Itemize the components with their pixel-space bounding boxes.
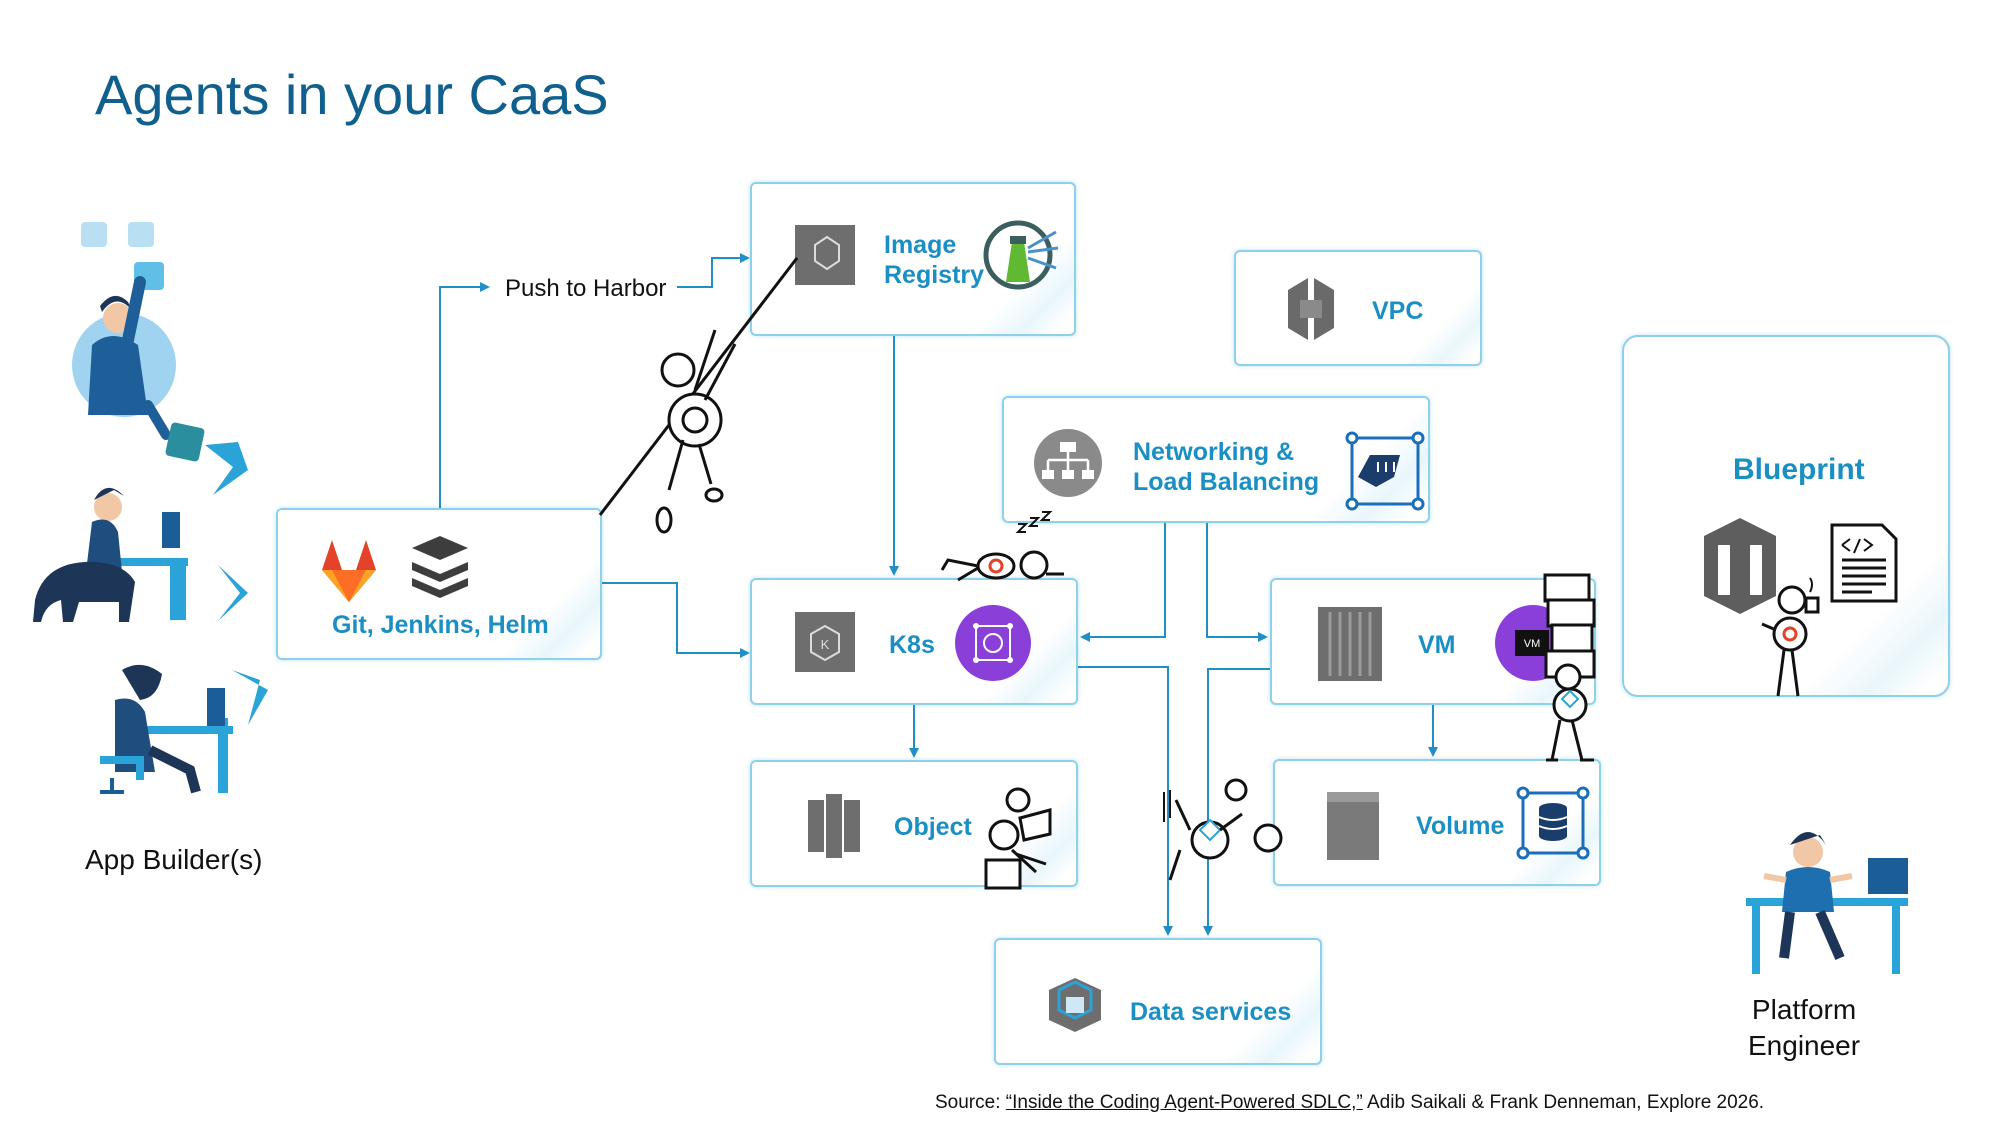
blueprint-cube-icon bbox=[1704, 518, 1776, 614]
app-builder-2-illustration bbox=[33, 487, 188, 622]
vpc-label: VPC bbox=[1372, 297, 1424, 325]
source-suffix: Adib Saikali & Frank Denneman, Explore 2… bbox=[1362, 1092, 1765, 1113]
volume-icon bbox=[1327, 792, 1379, 860]
arrow-k8s-to-data bbox=[1078, 666, 1173, 936]
data-services-icon bbox=[1049, 978, 1101, 1032]
kubernetes-wheel-icon bbox=[955, 605, 1031, 681]
agent-sleeping bbox=[940, 511, 1064, 582]
page-title: Agents in your CaaS bbox=[95, 63, 609, 126]
database-node-icon bbox=[1516, 786, 1590, 860]
data-services-card[interactable] bbox=[994, 938, 1322, 1065]
jenkins-stack-icon bbox=[412, 536, 468, 598]
app-builder-1-illustration bbox=[72, 222, 205, 462]
load-balancer-icon bbox=[1345, 431, 1425, 511]
arrow-net-to-k8s bbox=[1080, 523, 1166, 642]
arrow-git-to-k8s bbox=[602, 582, 750, 658]
data-services-label: Data services bbox=[1130, 998, 1292, 1026]
agent-juggling bbox=[1163, 778, 1283, 881]
vm-server-icon bbox=[1318, 607, 1382, 681]
git-jenkins-helm-card[interactable] bbox=[276, 508, 602, 660]
harbor-lighthouse-icon bbox=[983, 220, 1059, 290]
vpc-icon bbox=[1288, 278, 1334, 340]
git-jenkins-helm-label: Git, Jenkins, Helm bbox=[332, 611, 549, 639]
vm-label: VM bbox=[1418, 631, 1456, 659]
object-storage-icon bbox=[808, 794, 860, 858]
blueprint-label: Blueprint bbox=[1733, 453, 1865, 486]
k8s-icon bbox=[795, 612, 855, 672]
arrow-push-to-registry bbox=[677, 253, 750, 288]
object-label: Object bbox=[894, 813, 972, 841]
k8s-badge-letter: K bbox=[821, 637, 830, 652]
agent-drinking-coffee bbox=[1761, 577, 1820, 697]
arrow-git-to-push bbox=[439, 282, 490, 508]
platform-engineer-label: Platform Engineer bbox=[1748, 994, 1861, 1061]
arrow-vm-to-data bbox=[1203, 668, 1270, 936]
app-builder-3-illustration bbox=[100, 664, 233, 794]
volume-label: Volume bbox=[1416, 812, 1505, 840]
agent-climbing-rope bbox=[598, 257, 799, 534]
vm-badge-label: VM bbox=[1524, 638, 1541, 650]
agent-reading bbox=[984, 787, 1052, 890]
push-to-harbor-label: Push to Harbor bbox=[505, 275, 667, 302]
blueprint-document-icon bbox=[1830, 523, 1898, 603]
image-registry-label: Image Registry bbox=[884, 231, 985, 289]
chevron-icons bbox=[205, 442, 268, 725]
agent-carrying-boxes bbox=[1543, 573, 1596, 762]
networking-hierarchy-icon bbox=[1034, 429, 1102, 497]
k8s-label: K8s bbox=[889, 631, 935, 659]
vpc-card[interactable] bbox=[1234, 250, 1482, 366]
connectors bbox=[439, 253, 1438, 936]
networking-label: Networking & Load Balancing bbox=[1133, 438, 1320, 496]
arrow-net-to-vm bbox=[1206, 523, 1268, 642]
registry-icon bbox=[795, 225, 855, 285]
source-prefix: Source: bbox=[935, 1092, 1006, 1113]
source-link[interactable]: “Inside the Coding Agent-Powered SDLC,” bbox=[1005, 1092, 1363, 1113]
gitlab-icon bbox=[322, 540, 376, 602]
source-citation: Source: “Inside the Coding Agent-Powered… bbox=[935, 1092, 1764, 1114]
app-builders-label: App Builder(s) bbox=[85, 844, 263, 875]
platform-engineer-illustration bbox=[1746, 832, 1908, 974]
